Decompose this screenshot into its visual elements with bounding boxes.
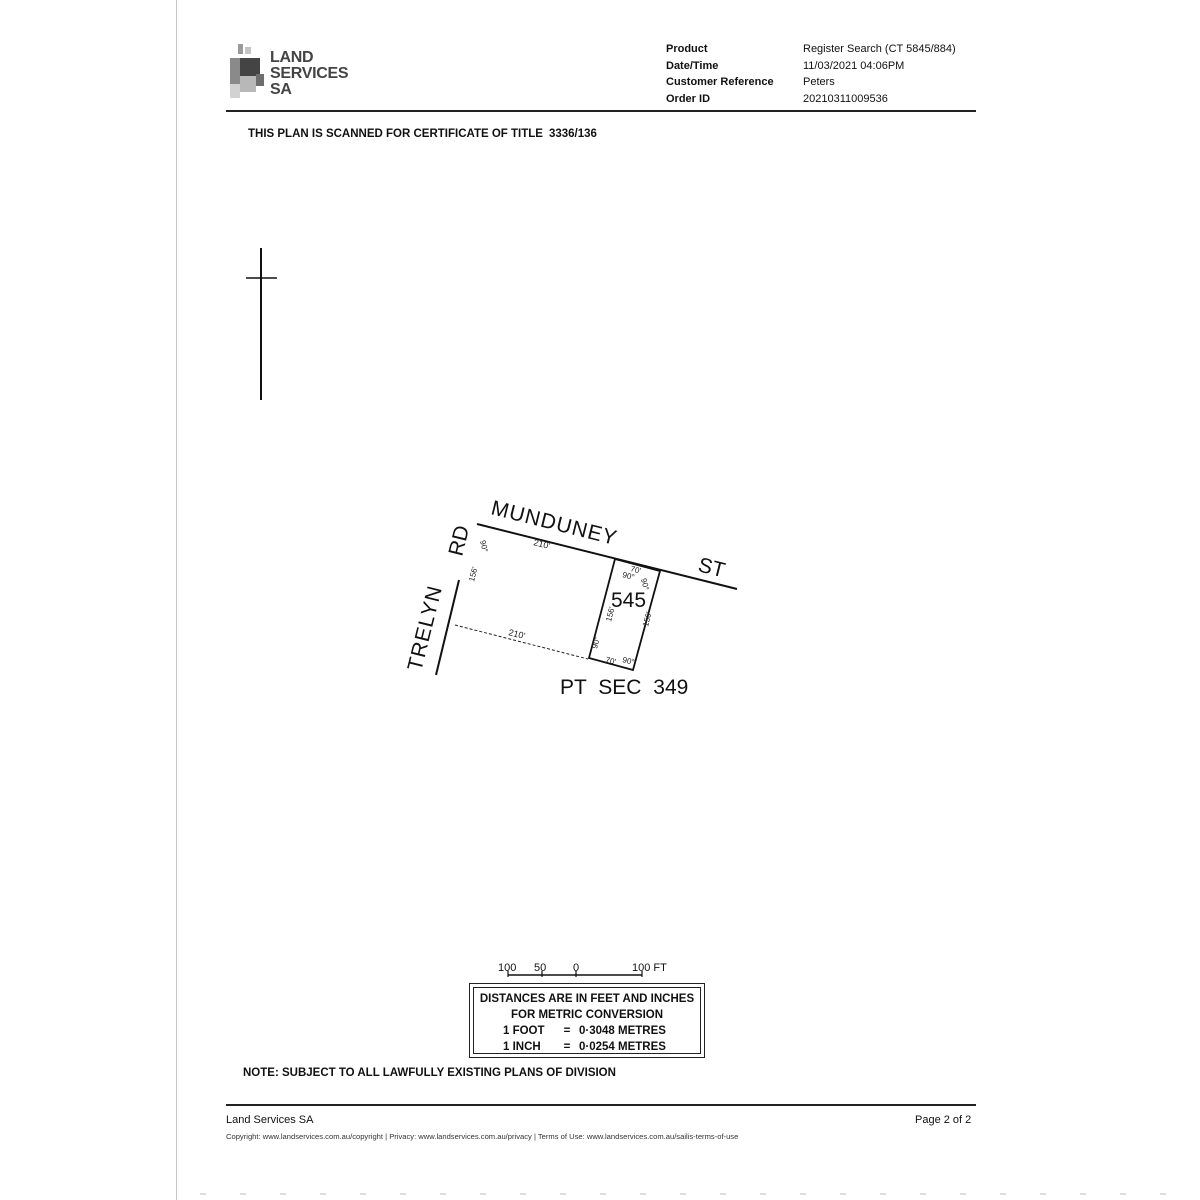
page-number: Page 2 of 2: [915, 1114, 972, 1126]
conversion-unit: 1 INCH: [503, 1041, 541, 1053]
conversion-row: 1 FOOT = 0·3048 METRES: [474, 1023, 700, 1039]
scale-label: 100: [498, 962, 516, 974]
meta-label: Date/Time: [666, 59, 719, 72]
scale-label: 0: [573, 962, 579, 974]
logo-mark-icon: [230, 44, 264, 98]
angle-label: 90°: [622, 655, 636, 667]
conversion-equals: =: [563, 1025, 571, 1037]
survey-plan: 90° MUNDUNEY ST TRELYN RD 210' 210' 156'…: [404, 497, 738, 699]
header-rule: [226, 110, 976, 112]
scale-bar: 100 50 0 100 FT: [498, 962, 667, 977]
page-edge: [176, 0, 177, 1200]
meta-row-customer-ref: Customer Reference Peters: [666, 74, 956, 91]
meta-value: Register Search (CT 5845/884): [803, 43, 956, 55]
scan-heading-text: THIS PLAN IS SCANNED FOR CERTIFICATE OF …: [248, 128, 543, 140]
meta-value: Peters: [803, 76, 835, 88]
road-suffix-st: ST: [696, 554, 728, 583]
conversion-line: DISTANCES ARE IN FEET AND INCHES: [479, 993, 695, 1005]
dim-top: 210': [533, 537, 552, 551]
dim-lot-top: 70': [630, 564, 643, 575]
meta-value: 20210311009536: [803, 92, 888, 105]
meta-label: Product: [666, 43, 708, 55]
trelyn-road-line: [435, 579, 460, 676]
footer-rule: [226, 1104, 976, 1106]
angle-label: 90°: [622, 570, 636, 582]
allotment-545-outline: [587, 557, 662, 672]
meta-row-datetime: Date/Time 11/03/2021 04:06PM: [666, 58, 956, 75]
logo-line: LAND: [270, 49, 314, 66]
meta-row-product: Product Register Search (CT 5845/884): [666, 41, 956, 58]
plan-note: NOTE: SUBJECT TO ALL LAWFULLY EXISTING P…: [243, 1067, 616, 1079]
conversion-value: 0·3048 METRES: [579, 1025, 666, 1037]
southern-boundary: [454, 624, 589, 660]
scale-label: 50: [534, 962, 546, 974]
angle-label: 90°: [590, 636, 602, 650]
dim-west: 156': [467, 565, 479, 582]
scan-specks: [200, 1193, 1180, 1195]
land-services-logo: LAND SERVICES SA: [228, 44, 358, 104]
conversion-equals: =: [563, 1041, 571, 1053]
conversion-line: FOR METRIC CONVERSION: [510, 1009, 664, 1021]
angle-label: 90°: [639, 577, 651, 591]
svg-text:90°: 90°: [478, 539, 490, 553]
dim-lot-east: 156': [641, 610, 653, 627]
conversion-box-inner: DISTANCES ARE IN FEET AND INCHES FOR MET…: [473, 987, 701, 1054]
scale-label: 100 FT: [632, 962, 667, 974]
scan-heading: THIS PLAN IS SCANNED FOR CERTIFICATE OF …: [248, 128, 597, 140]
dim-lot-west: 156': [604, 605, 616, 622]
logo-line: SA: [270, 81, 292, 98]
order-metadata: Product Register Search (CT 5845/884) Da…: [666, 41, 956, 107]
road-suffix-rd: RD: [445, 523, 475, 558]
footer-organisation: Land Services SA: [226, 1114, 314, 1126]
dim-lot-bottom: 70': [605, 655, 618, 666]
meta-label: Customer Reference: [666, 76, 774, 88]
meta-label: Order ID: [666, 92, 711, 105]
allotment-number: 545: [611, 589, 646, 612]
conversion-value: 0·0254 METRES: [579, 1041, 666, 1053]
logo-line: SERVICES: [270, 65, 349, 82]
conversion-row: 1 INCH = 0·0254 METRES: [474, 1039, 700, 1055]
title-number: 3336/136: [548, 128, 597, 140]
conversion-box: DISTANCES ARE IN FEET AND INCHES FOR MET…: [469, 983, 705, 1058]
conversion-unit: 1 FOOT: [503, 1025, 545, 1037]
road-name-munduney: MUNDUNEY: [489, 497, 620, 551]
north-arrow-icon: [246, 248, 277, 400]
logo-wordmark: LAND SERVICES SA: [270, 49, 349, 98]
footer-copyright: Copyright: www.landservices.com.au/copyr…: [226, 1132, 739, 1141]
dim-bottom: 210': [508, 627, 527, 641]
section-label: PT SEC 349: [560, 676, 688, 699]
meta-row-order-id: Order ID 20210311009536: [666, 91, 956, 108]
meta-value: 11/03/2021 04:06PM: [803, 59, 905, 72]
munduney-street-line: [476, 523, 738, 590]
